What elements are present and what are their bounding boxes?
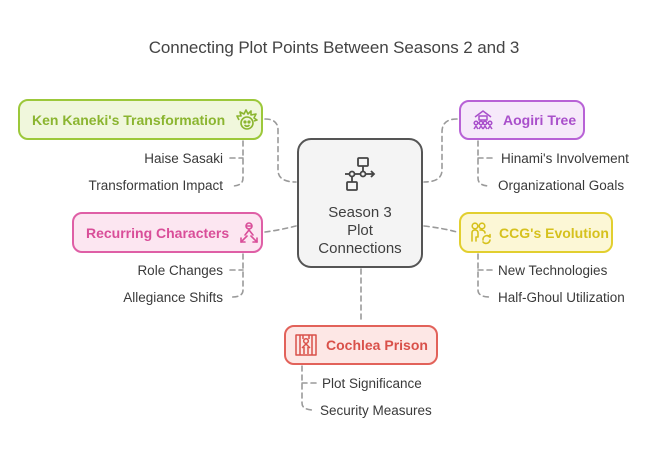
branch-recurring-characters[interactable]: Recurring Characters [72, 212, 263, 253]
child-hinamis-involvement: Hinami's Involvement [501, 151, 629, 166]
flowchart-icon [345, 157, 376, 191]
connector-cochlea-children [301, 365, 315, 411]
branch-label: Aogiri Tree [503, 112, 577, 128]
child-haise-sasaki: Haise Sasaki [144, 151, 223, 166]
child-allegiance-shifts: Allegiance Shifts [123, 290, 223, 305]
branch-label: Ken Kaneki's Transformation [32, 111, 226, 128]
person-arrows-icon [237, 221, 261, 245]
people-refresh-icon [469, 221, 493, 245]
prison-bars-icon [294, 333, 318, 357]
child-plot-significance: Plot Significance [322, 376, 422, 391]
child-organizational-goals: Organizational Goals [498, 178, 625, 193]
center-label: Season 3 Plot Connections [318, 204, 402, 257]
connector-ccg-children [477, 253, 491, 298]
diagram-title: Connecting Plot Points Between Seasons 2… [148, 38, 520, 57]
connector-aogiri-center [423, 118, 458, 183]
branch-ccg-evolution[interactable]: CCG's Evolution [459, 212, 613, 253]
child-new-technologies: New Technologies [498, 263, 608, 278]
branch-kaneki-transformation[interactable]: Ken Kaneki's Transformation [18, 99, 263, 140]
branch-label: Recurring Characters [86, 224, 230, 241]
group-house-icon [471, 108, 495, 132]
child-half-ghoul-utilization: Half-Ghoul Utilization [498, 290, 625, 305]
branch-aogiri-tree[interactable]: Aogiri Tree [459, 100, 585, 140]
connector-aogiri-children [477, 140, 491, 187]
child-transformation-impact: Transformation Impact [88, 178, 223, 193]
connector-kaneki-children [231, 140, 244, 187]
branch-label: CCG's Evolution [499, 224, 609, 241]
child-security-measures: Security Measures [320, 403, 432, 418]
connector-recurring-children [231, 253, 244, 298]
connector-kaneki-center [264, 118, 297, 183]
spiky-hair-face-icon [235, 108, 259, 132]
connector-recurring-center [264, 225, 297, 233]
center-node[interactable]: Season 3 Plot Connections [297, 138, 423, 268]
connector-ccg-center [423, 225, 458, 233]
branch-label: Cochlea Prison [326, 337, 428, 353]
child-role-changes: Role Changes [137, 263, 223, 278]
branch-cochlea-prison[interactable]: Cochlea Prison [284, 325, 438, 365]
